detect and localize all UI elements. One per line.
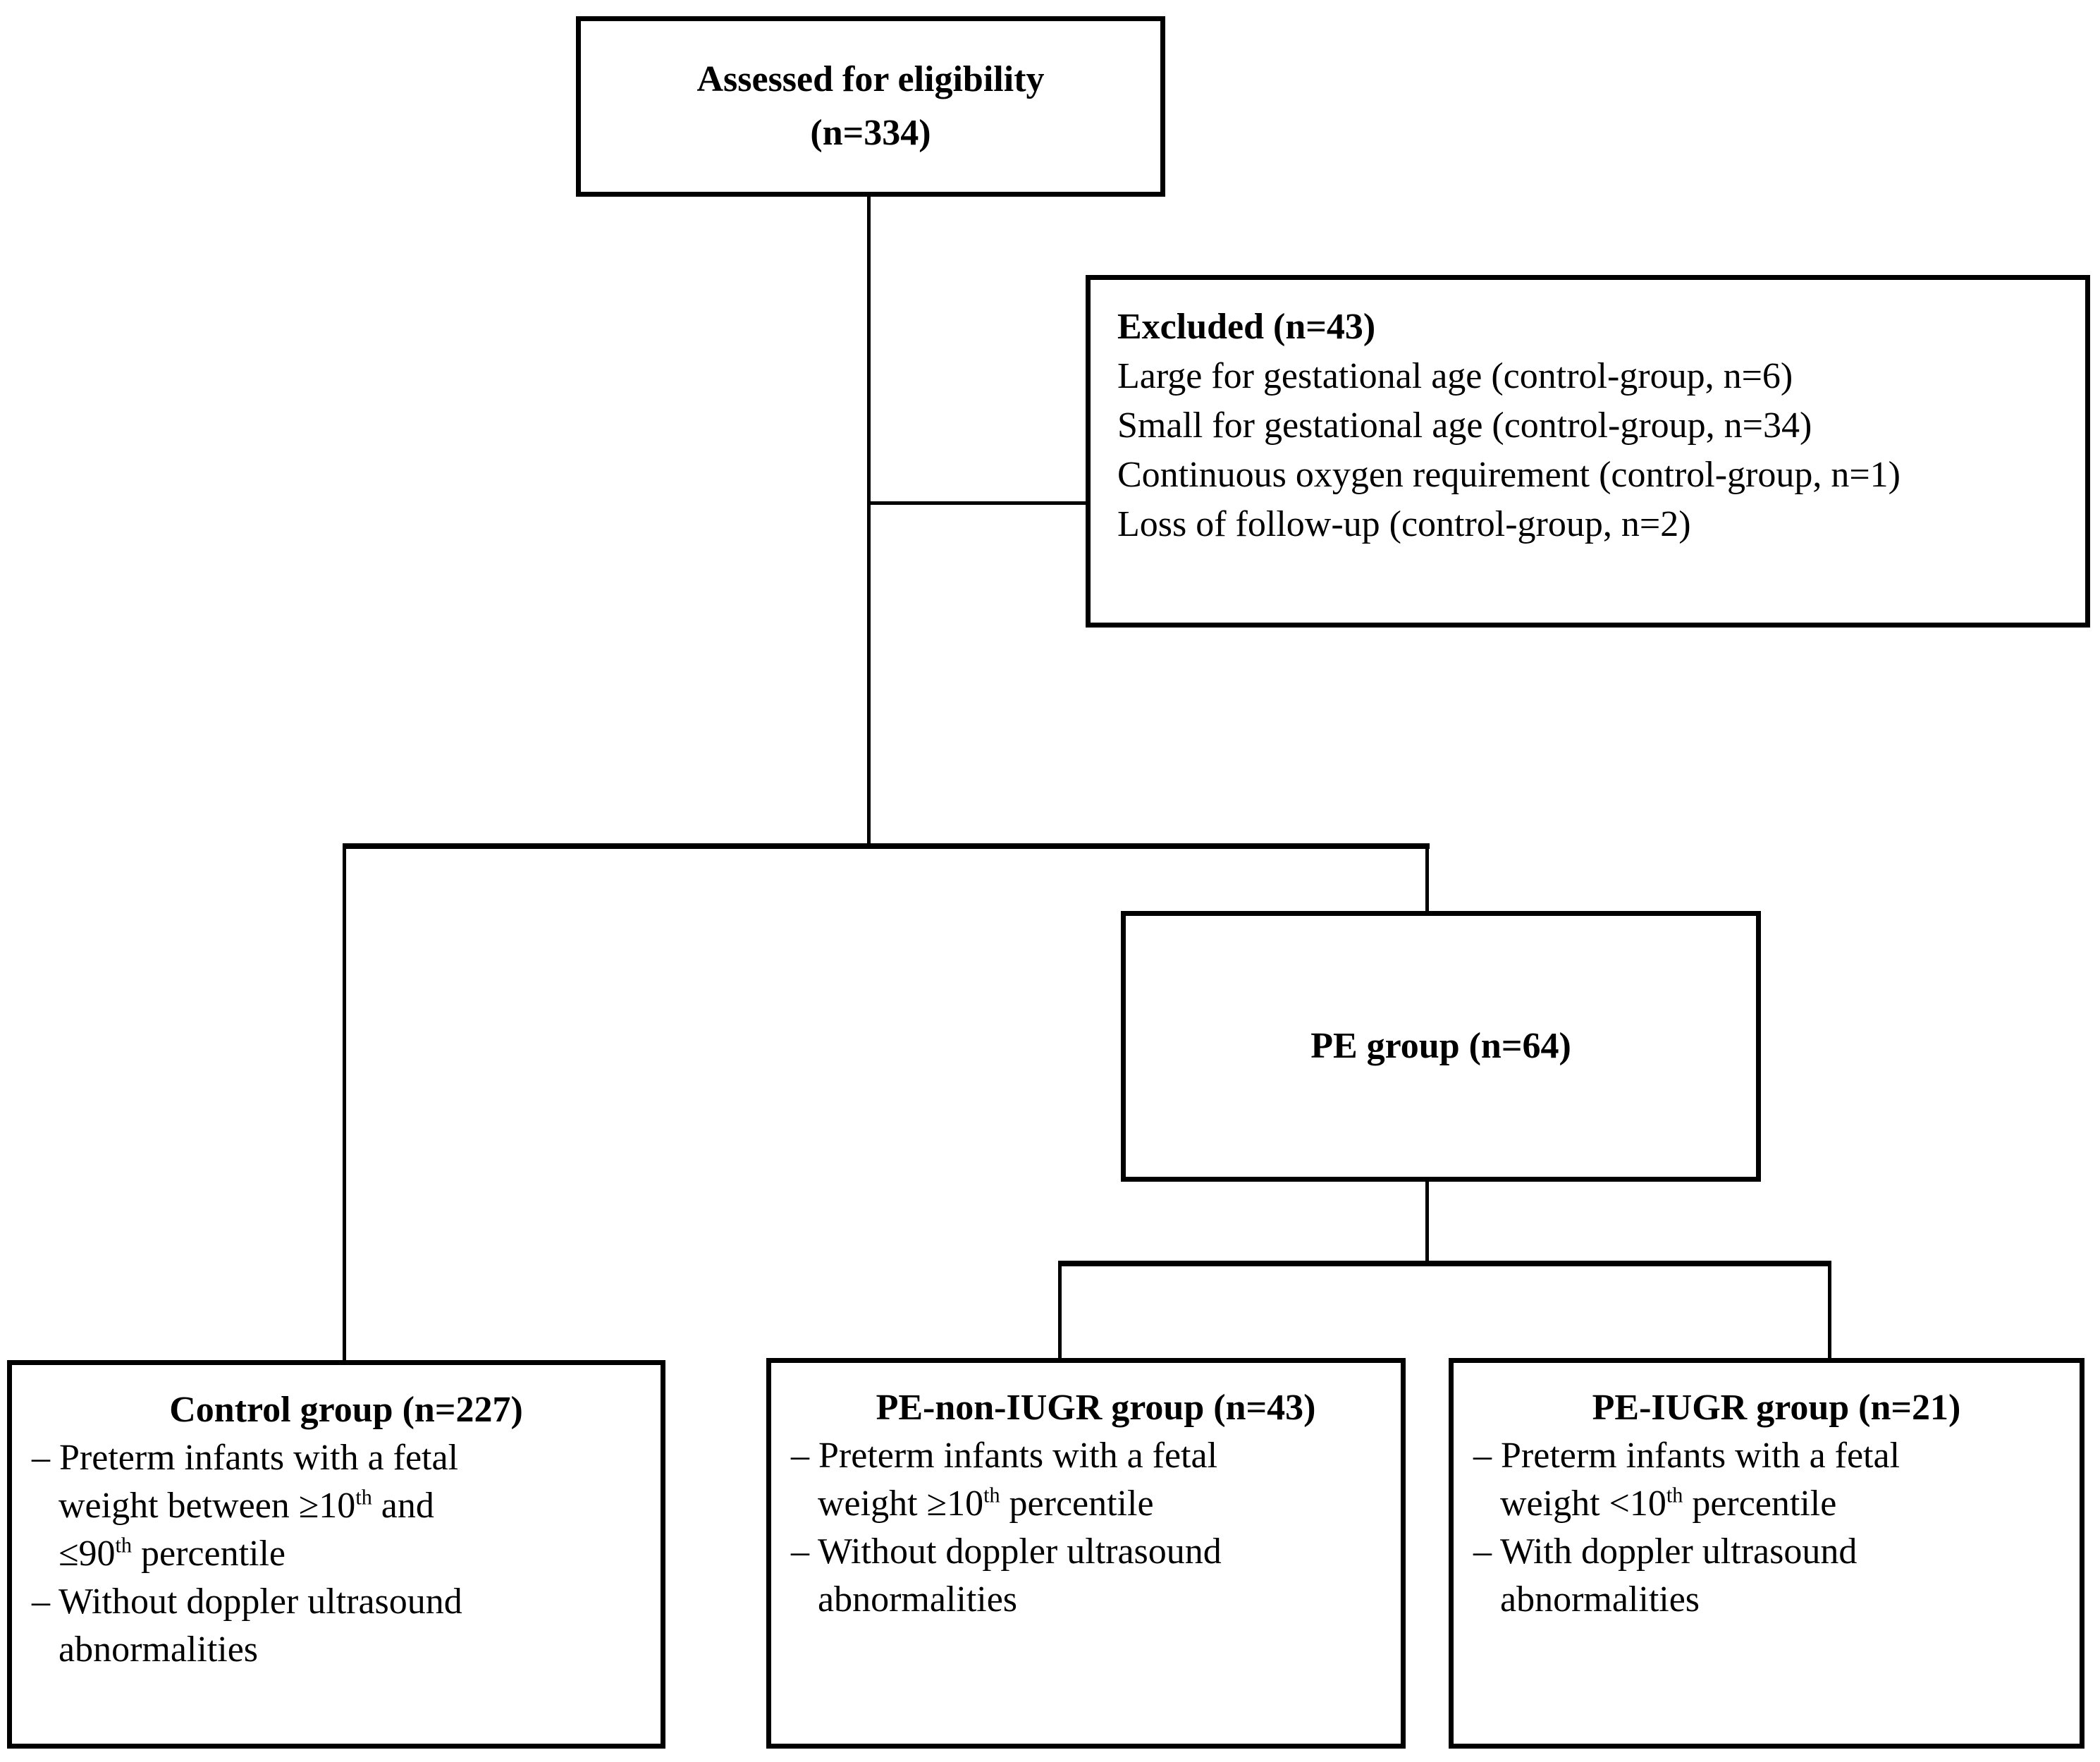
pe-iugr-title: PE-IUGR group (n=21) bbox=[1592, 1388, 1961, 1428]
excluded-title: Excluded (n=43) bbox=[1117, 307, 1376, 347]
text-line: Large for gestational age (control-group… bbox=[1117, 356, 1793, 396]
connector-pe-branch bbox=[1058, 1261, 1831, 1266]
text-line: – Without doppler ultrasound bbox=[791, 1531, 1222, 1572]
text-line: abnormalities bbox=[59, 1629, 259, 1670]
text-line: Small for gestational age (control-group… bbox=[1117, 405, 1812, 446]
control-group-criteria: – Preterm infants with a fetal weight bet… bbox=[32, 1434, 661, 1674]
connector-excluded-stub bbox=[867, 501, 1089, 505]
pe-group-title: PE group (n=64) bbox=[1310, 1026, 1571, 1066]
box-excluded: Excluded (n=43) Large for gestational ag… bbox=[1086, 275, 2090, 628]
text-line: – Preterm infants with a fetal bbox=[32, 1438, 459, 1478]
text-line: – With doppler ultrasound bbox=[1473, 1531, 1858, 1572]
text-line: Loss of follow-up (control-group, n=2) bbox=[1117, 504, 1691, 544]
box-pe-iugr-group: PE-IUGR group (n=21) – Preterm infants w… bbox=[1449, 1358, 2084, 1749]
box-control-group: Control group (n=227) – Preterm infants … bbox=[7, 1360, 665, 1749]
pe-non-iugr-criteria: – Preterm infants with a fetal weight ≥10… bbox=[791, 1432, 1401, 1624]
box-pe-non-iugr-group: PE-non-IUGR group (n=43) – Preterm infan… bbox=[766, 1358, 1406, 1749]
connector-control-vertical bbox=[343, 843, 346, 1360]
text-line: – Without doppler ultrasound bbox=[32, 1581, 462, 1622]
text-line: weight <10th percentile bbox=[1500, 1483, 1837, 1524]
text-line: abnormalities bbox=[1500, 1579, 1700, 1620]
assessed-line2: (n=334) bbox=[810, 113, 931, 153]
connector-main-branch bbox=[343, 843, 1430, 849]
text-line: Continuous oxygen requirement (control-g… bbox=[1117, 455, 1901, 495]
control-group-title: Control group (n=227) bbox=[169, 1390, 523, 1430]
connector-pe-iugr-vertical bbox=[1828, 1261, 1831, 1360]
text-line: – Preterm infants with a fetal bbox=[1473, 1436, 1901, 1476]
text-line: weight between ≥10th and bbox=[59, 1485, 434, 1526]
pe-iugr-criteria: – Preterm infants with a fetal weight <10… bbox=[1473, 1432, 2080, 1624]
connector-top-vertical bbox=[867, 195, 871, 847]
connector-pe-non-iugr-vertical bbox=[1058, 1261, 1062, 1360]
assessed-line1: Assessed for eligibility bbox=[696, 59, 1045, 99]
box-pe-group: PE group (n=64) bbox=[1121, 911, 1761, 1182]
box-assessed-eligibility: Assessed for eligibility (n=334) bbox=[576, 16, 1165, 197]
text-line: weight ≥10th percentile bbox=[818, 1483, 1154, 1524]
text-line: abnormalities bbox=[818, 1579, 1018, 1620]
pe-non-iugr-title: PE-non-IUGR group (n=43) bbox=[876, 1388, 1316, 1428]
text-line: – Preterm infants with a fetal bbox=[791, 1436, 1218, 1476]
connector-pe-down-vertical bbox=[1425, 1179, 1429, 1264]
connector-pe-vertical bbox=[1425, 843, 1429, 914]
text-line: ≤90th percentile bbox=[59, 1533, 285, 1574]
excluded-items: Large for gestational age (control-group… bbox=[1117, 352, 2085, 549]
